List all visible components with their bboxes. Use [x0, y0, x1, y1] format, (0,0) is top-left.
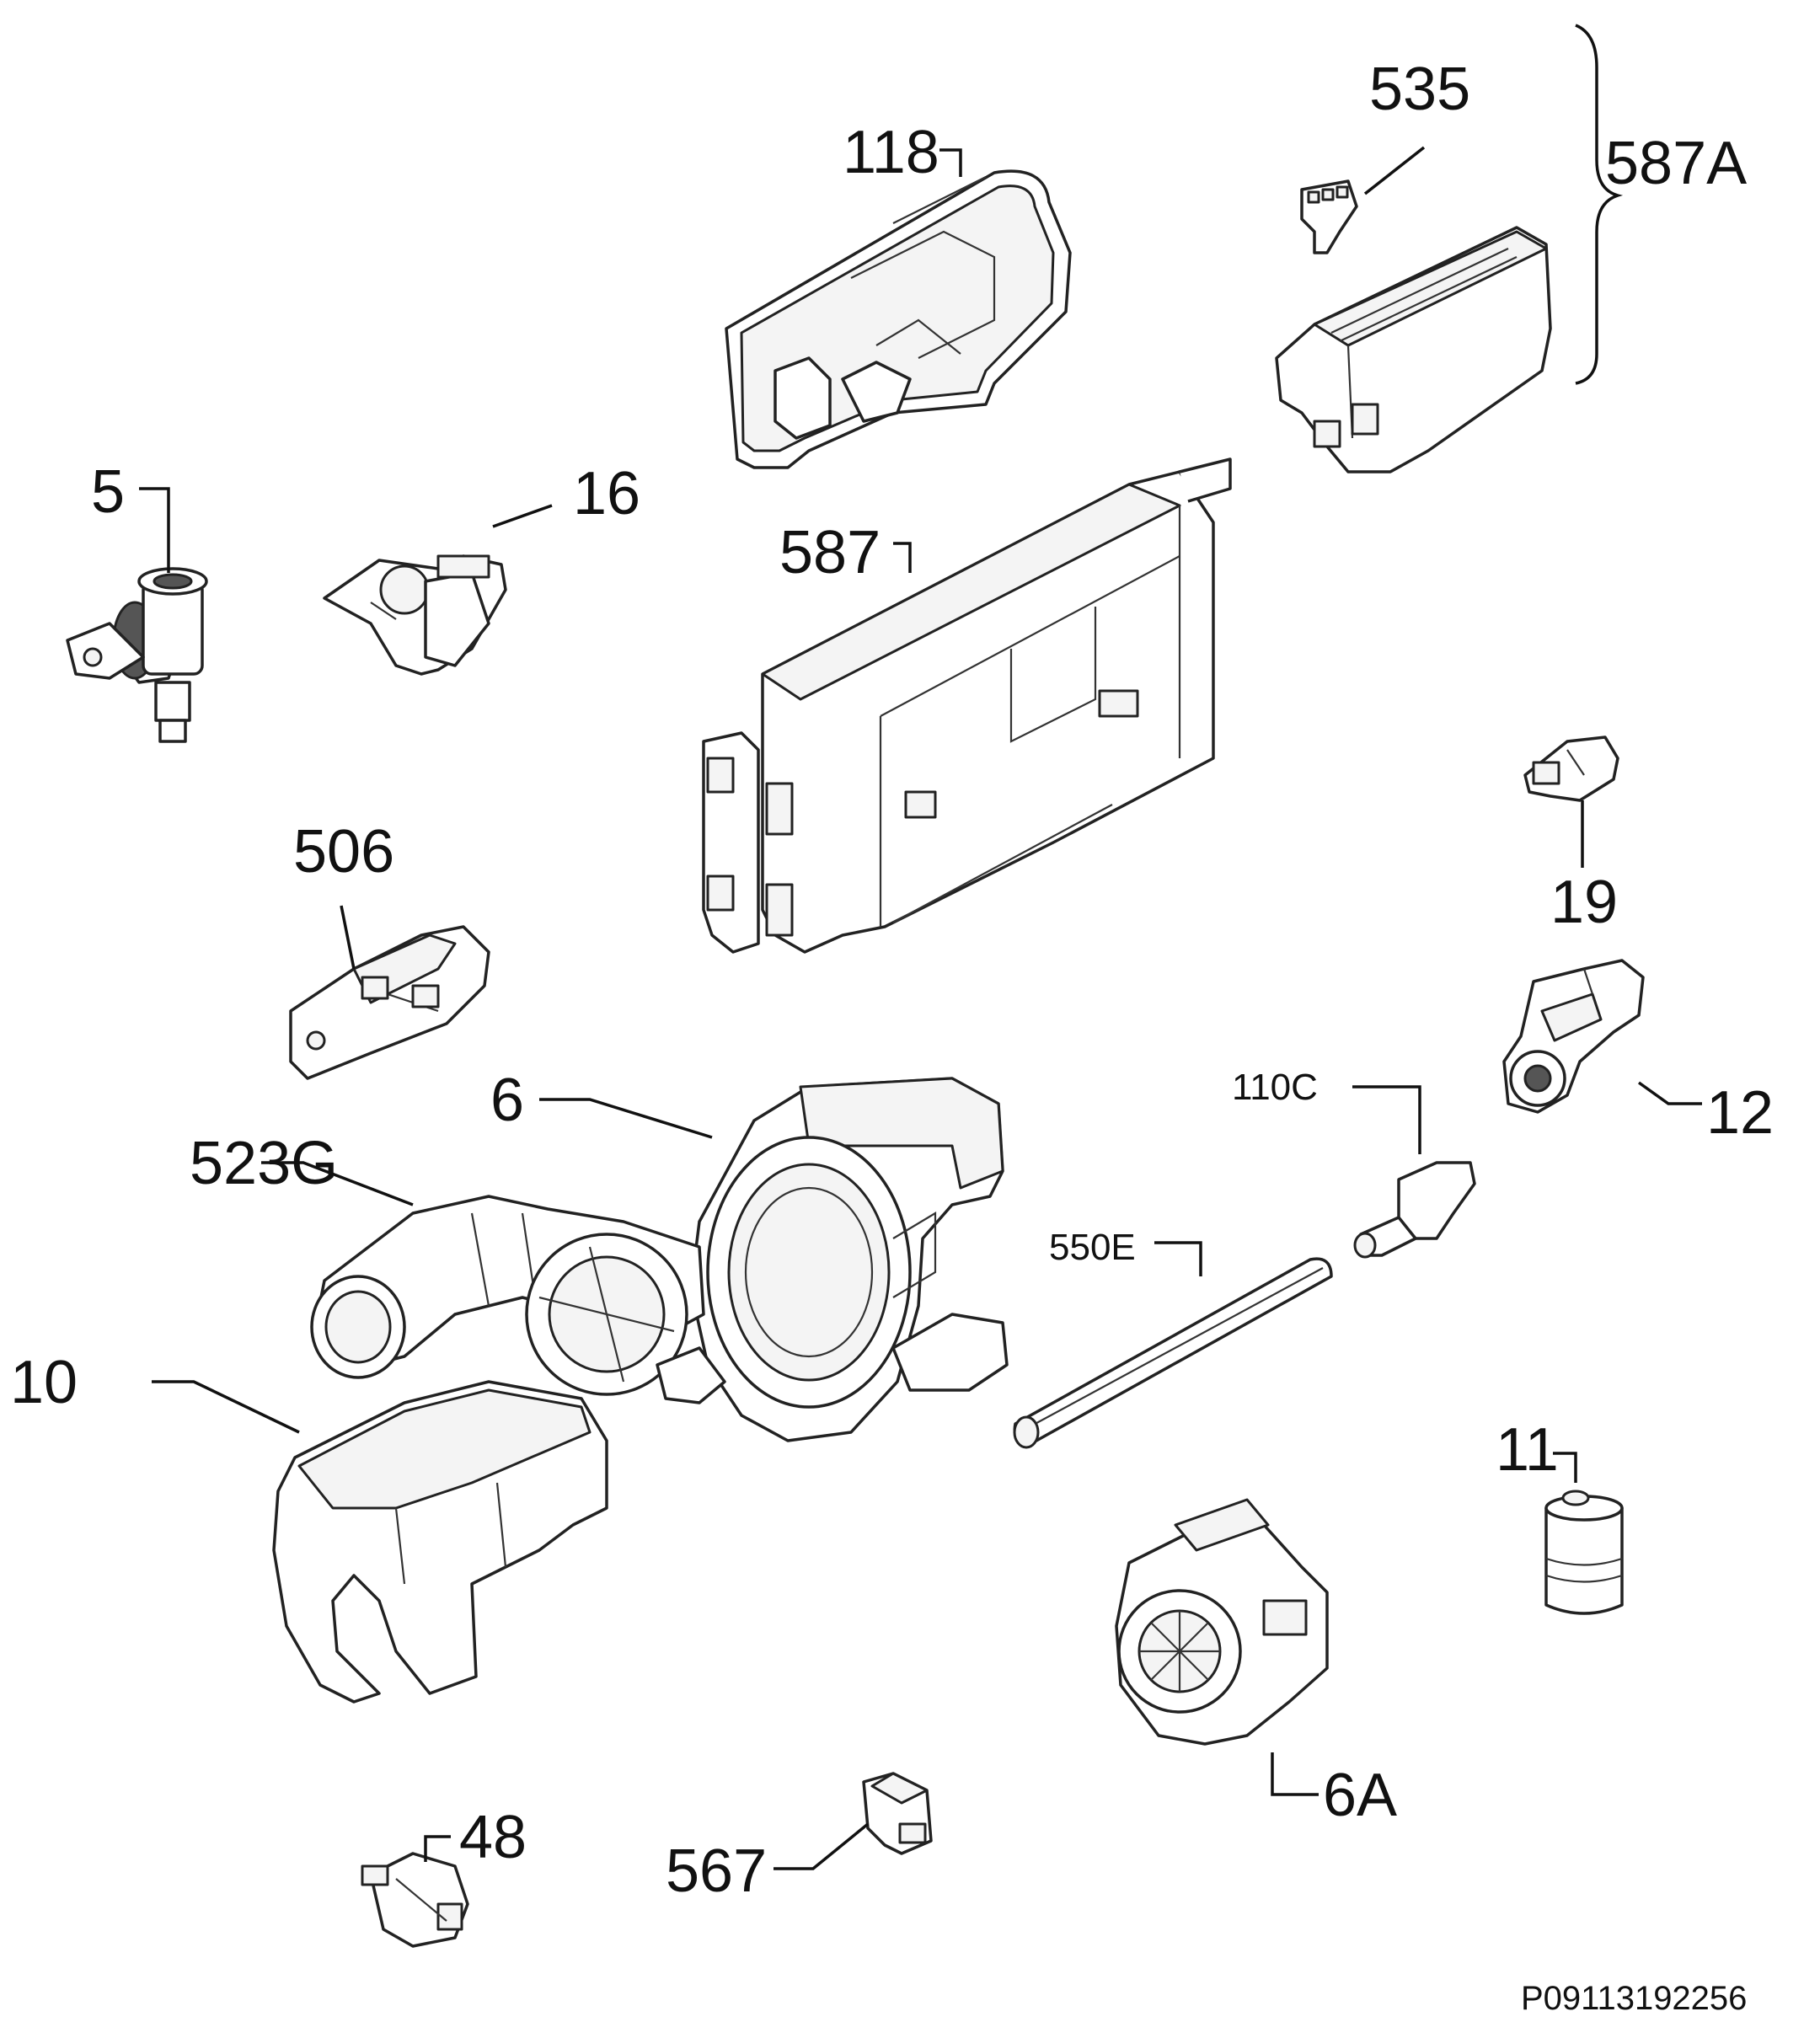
leader-567 — [774, 1822, 870, 1870]
part-587A-drawing — [1275, 226, 1552, 473]
label-12: 12 — [1706, 1079, 1774, 1147]
part-587-drawing — [702, 457, 1232, 954]
leader-10 — [261, 1161, 414, 1206]
label-5: 5 — [91, 458, 125, 526]
part-6A-drawing — [1115, 1498, 1329, 1746]
part-535-drawing — [1300, 179, 1358, 254]
part-523G-drawing — [1353, 1161, 1476, 1259]
part-567-drawing — [862, 1772, 933, 1855]
label-523G: 110C — [1232, 1067, 1318, 1108]
label-19: 19 — [1550, 869, 1618, 936]
label-48: 48 — [459, 1804, 527, 1871]
part-48-drawing — [361, 1852, 469, 1948]
label-550E: 10 — [10, 1349, 78, 1416]
leader-110C — [1154, 1241, 1202, 1276]
part-11-drawing — [1544, 1490, 1624, 1615]
label-6: 6 — [490, 1067, 524, 1134]
brace-587A — [1575, 24, 1624, 385]
leader-5 — [139, 487, 170, 573]
part-550E-drawing — [272, 1233, 726, 1704]
leader-523G — [1352, 1085, 1421, 1154]
leader-12 — [1637, 1081, 1702, 1105]
leader-6A — [1271, 1752, 1319, 1796]
part-506-drawing — [289, 925, 490, 1080]
leader-550E — [152, 1380, 300, 1434]
leader-6 — [539, 1098, 713, 1139]
leader-506 — [340, 905, 356, 970]
label-16: 16 — [573, 460, 640, 527]
leader-535 — [1363, 146, 1426, 195]
leader-11 — [1553, 1452, 1577, 1483]
label-110C: 550E — [1049, 1227, 1136, 1268]
part-6-drawing — [689, 1077, 1009, 1442]
label-118: 118 — [843, 119, 939, 186]
leader-16 — [492, 504, 553, 528]
leader-118 — [939, 148, 962, 177]
label-567: 567 — [666, 1837, 767, 1905]
leader-48 — [424, 1835, 451, 1862]
part-19-drawing — [1523, 736, 1619, 802]
reference-code: P09113192256 — [1521, 1980, 1747, 2017]
leader-587 — [893, 542, 912, 573]
part-118-drawing — [725, 169, 1072, 469]
label-535: 535 — [1369, 56, 1470, 123]
label-506: 506 — [293, 818, 394, 885]
label-6A: 6A — [1323, 1762, 1397, 1829]
part-110C-drawing — [1013, 1257, 1333, 1449]
label-11: 11 — [1496, 1416, 1559, 1484]
label-587A: 587A — [1605, 130, 1747, 197]
part-12-drawing — [1502, 959, 1645, 1114]
part-5-drawing — [66, 567, 208, 743]
label-587: 587 — [779, 519, 881, 586]
part-16-drawing — [323, 554, 507, 676]
